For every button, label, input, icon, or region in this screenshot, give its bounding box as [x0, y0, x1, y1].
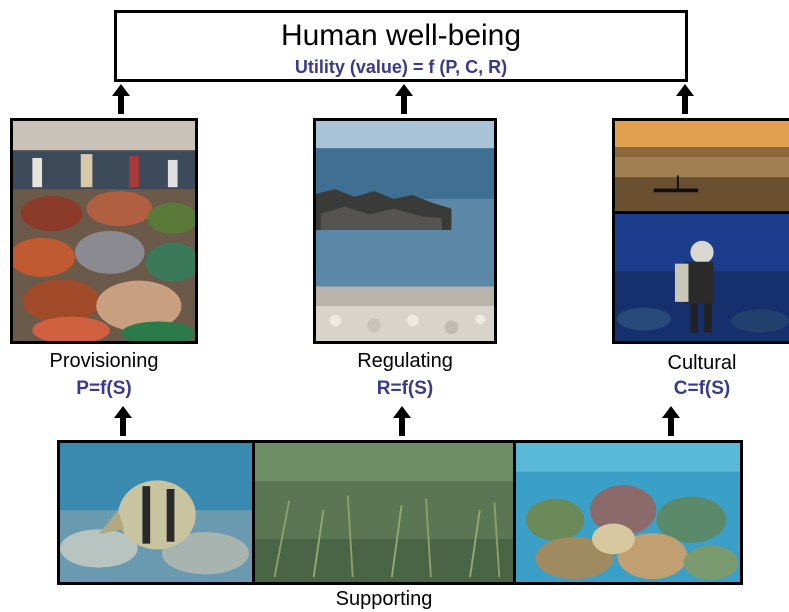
- arrow-up-icon: [395, 84, 413, 114]
- wellbeing-title: Human well-being: [280, 19, 522, 52]
- arrow-up-icon: [112, 84, 130, 114]
- arrow-up-icon: [114, 406, 132, 436]
- arrow-up-icon: [393, 406, 411, 436]
- supporting-label: Supporting: [335, 588, 433, 610]
- cultural-label: Cultural: [667, 352, 737, 374]
- seagrass-photo: [252, 440, 516, 585]
- coral-reef-photo: [513, 440, 743, 585]
- arrow-up-icon: [662, 406, 680, 436]
- cultural-formula: C=f(S): [673, 378, 731, 399]
- regulating-label: Regulating: [357, 350, 453, 372]
- human-wellbeing-box: Human well-being Utility (value) = f (P,…: [114, 10, 688, 82]
- fish-market-photo: [10, 118, 198, 344]
- provisioning-label: Provisioning: [49, 350, 159, 372]
- diver-photo: [612, 211, 789, 344]
- reef-fish-photo: [57, 440, 255, 585]
- sunset-boat-photo: [612, 118, 789, 214]
- breakwater-photo: [313, 118, 497, 344]
- arrow-up-icon: [676, 84, 694, 114]
- utility-formula: Utility (value) = f (P, C, R): [294, 57, 508, 77]
- provisioning-formula: P=f(S): [76, 378, 132, 399]
- regulating-formula: R=f(S): [376, 378, 434, 399]
